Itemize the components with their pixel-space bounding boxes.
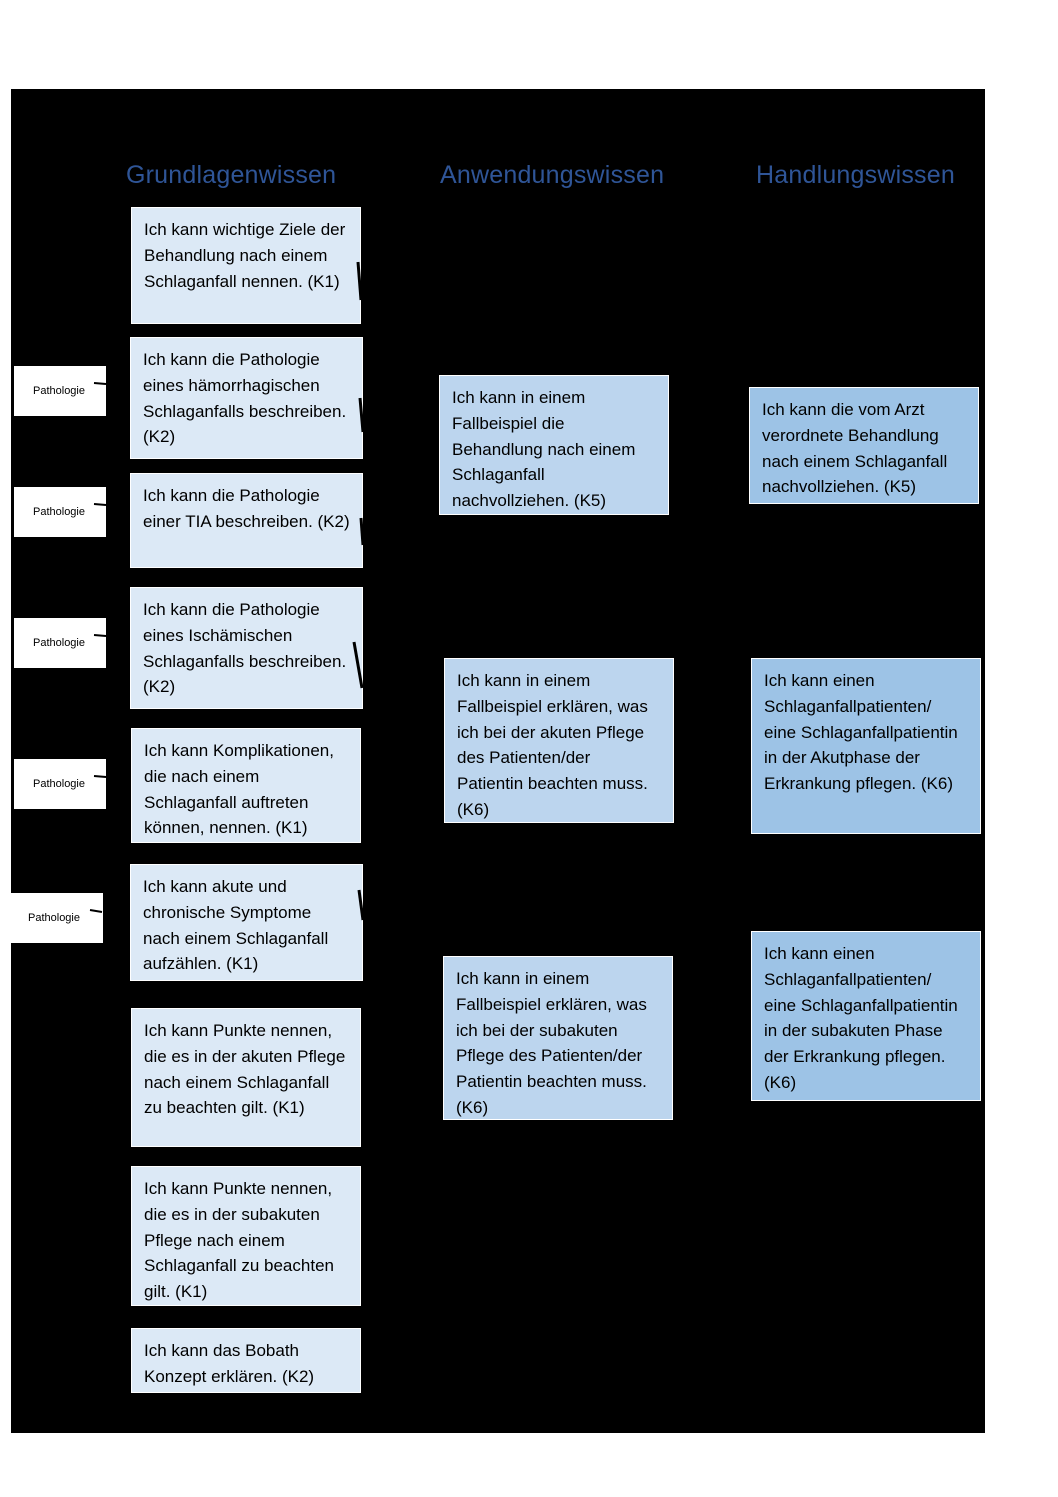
connector-box-2 [358,397,365,433]
basic-item-1: Ich kann wichtige Ziele der Behandlung n… [131,207,361,324]
action-item-3: Ich kann einen Schlaganfallpatienten/ ei… [751,931,981,1101]
basic-item-7: Ich kann Punkte nennen, die es in der ak… [131,1008,361,1147]
pathologie-tag-5: Pathologie [11,893,103,943]
basic-item-3: Ich kann die Pathologie einer TIA beschr… [130,473,363,568]
connector-tag-1 [93,382,107,385]
basic-item-2: Ich kann die Pathologie eines hämorrhagi… [130,337,363,459]
connector-box-5 [357,889,365,921]
column-heading-application: Anwendungswissen [440,161,665,189]
application-item-2: Ich kann in einem Fallbeispiel erklären,… [444,658,674,823]
connector-box-1 [356,261,363,301]
action-item-2: Ich kann einen Schlaganfallpatienten/ ei… [751,658,981,834]
application-item-3: Ich kann in einem Fallbeispiel erklären,… [443,956,673,1120]
action-item-1: Ich kann die vom Arzt verordnete Behandl… [749,387,979,504]
pathologie-tag-1: Pathologie [14,366,106,416]
connector-tag-4 [93,775,107,778]
pathologie-tag-3: Pathologie [14,618,106,668]
connector-box-4 [352,641,364,689]
basic-item-4: Ich kann die Pathologie eines Ischämisch… [130,587,363,709]
column-heading-action: Handlungswissen [756,161,955,189]
connector-tag-3 [93,634,107,637]
application-item-1: Ich kann in einem Fallbeispiel die Behan… [439,375,669,515]
pathologie-tag-4: Pathologie [14,759,106,809]
column-heading-basic: Grundlagenwissen [126,161,337,189]
pathologie-tag-2: Pathologie [14,487,106,537]
basic-item-8: Ich kann Punkte nennen, die es in der su… [131,1166,361,1306]
basic-item-9: Ich kann das Bobath Konzept erklären. (K… [131,1328,361,1393]
connector-box-3 [359,517,365,546]
connector-tag-2 [93,503,107,506]
basic-item-5: Ich kann Komplikationen, die nach einem … [131,728,361,843]
basic-item-6: Ich kann akute und chronische Symptome n… [130,864,363,981]
connector-tag-5 [89,909,103,913]
